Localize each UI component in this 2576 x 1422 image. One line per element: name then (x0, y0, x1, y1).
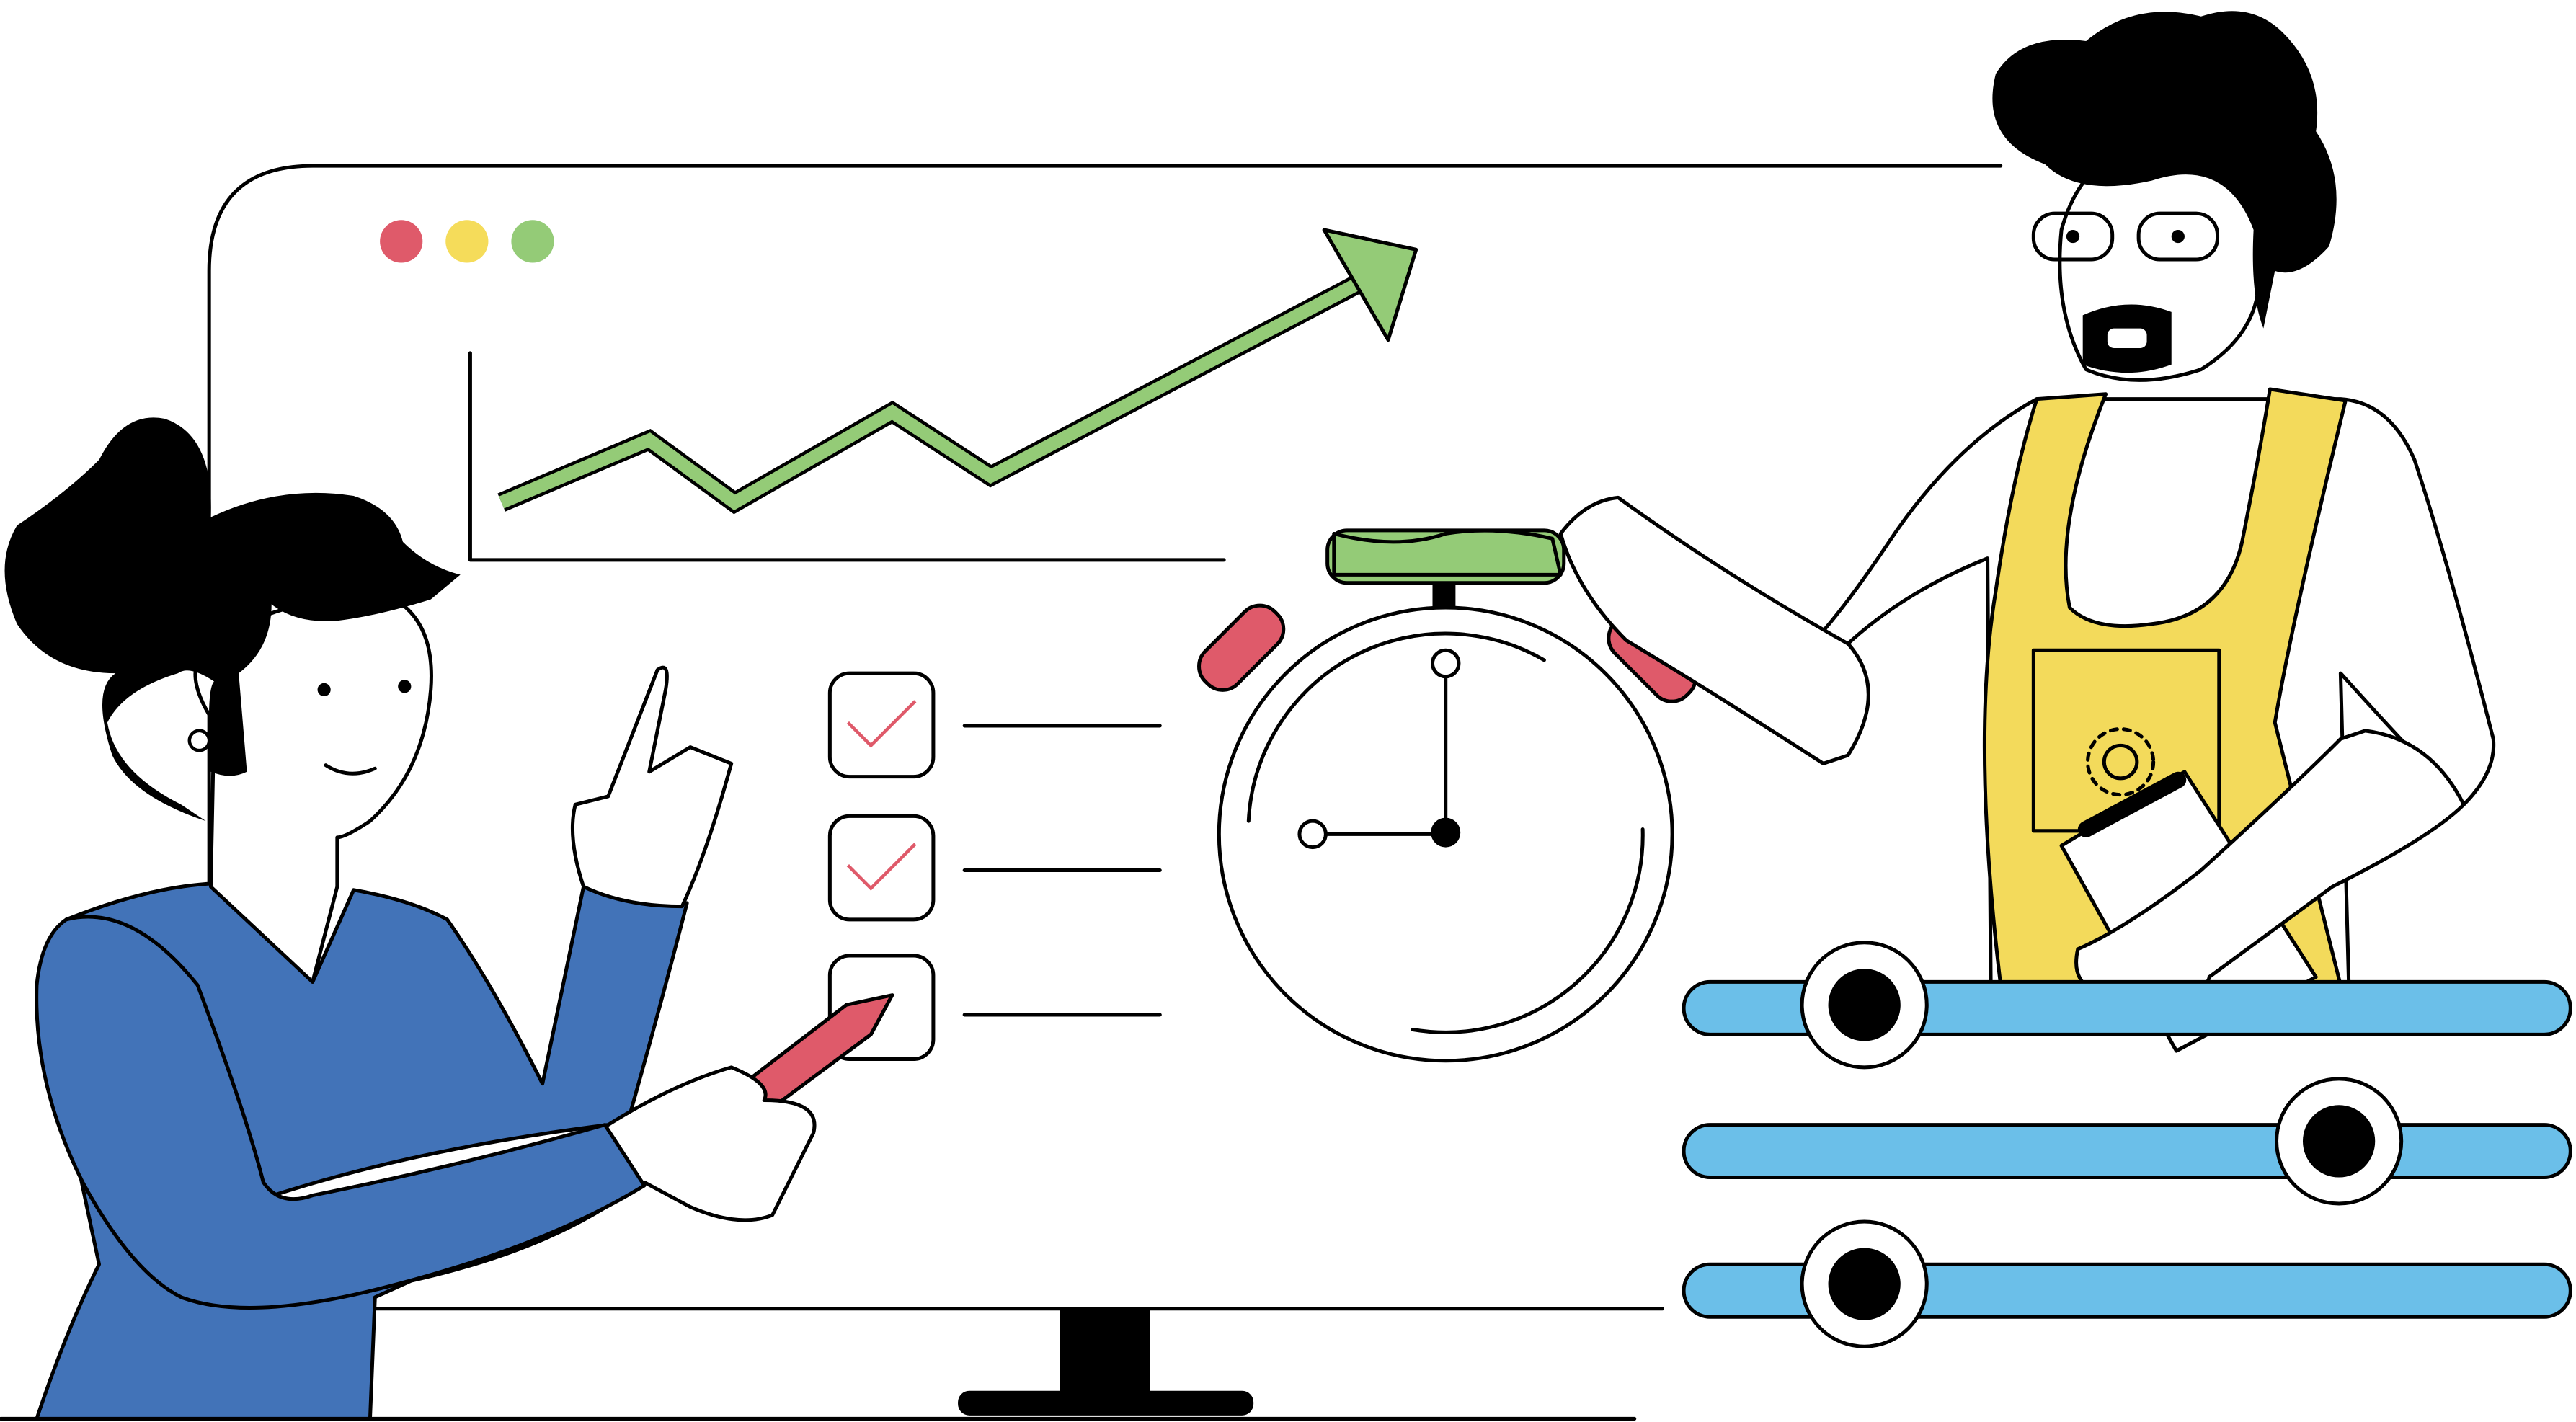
stopwatch-center (1431, 817, 1461, 848)
chart-axes (468, 351, 1226, 562)
monitor-frame (207, 164, 2003, 889)
check-icon (846, 843, 917, 891)
gear-icon-teeth (2086, 727, 2156, 797)
woman-earring (187, 729, 211, 752)
woman-sleeve (35, 915, 647, 1310)
woman-pointing-hand (570, 665, 734, 909)
checkbox-2 (827, 814, 936, 922)
woman-character (4, 417, 894, 1421)
check-icon (846, 700, 917, 748)
stopwatch-inner-arc (1411, 827, 1645, 1034)
gear-icon (2102, 743, 2139, 781)
sliders (1682, 941, 2572, 1348)
clipboard-clip (2077, 771, 2187, 837)
woman-hair (4, 417, 461, 822)
hand-on-button (1332, 528, 1563, 577)
checkbox-1 (827, 671, 936, 779)
man-arm (1558, 495, 1870, 765)
glasses-right (2136, 211, 2220, 262)
window-close-dot (380, 220, 423, 263)
trend-line-outline (497, 273, 1365, 515)
stopwatch-left-button (1197, 603, 1286, 692)
man-mouth (2107, 328, 2147, 348)
man-hair (1992, 11, 2337, 329)
stopwatch-inner-arc (1246, 631, 1546, 823)
trend-line (499, 276, 1364, 511)
monitor-stand (1060, 1308, 1150, 1395)
monitor-base (958, 1390, 1254, 1416)
growth-chart (468, 228, 1418, 562)
trend-arrow-head-icon (1322, 228, 1418, 342)
monitor (0, 164, 2003, 1421)
window-maximize-dot (511, 220, 554, 263)
woman-smile (324, 763, 377, 776)
slider-track-2 (1682, 1123, 2572, 1180)
window-minimize-dot (445, 220, 489, 263)
glasses-left (2031, 211, 2115, 262)
